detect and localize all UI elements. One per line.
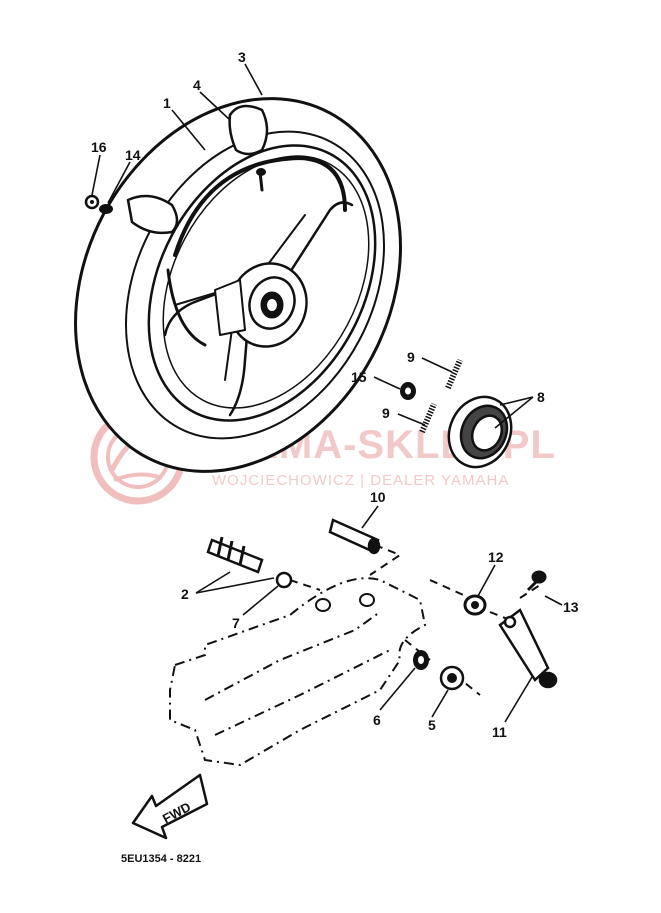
callout-16: 16 (91, 139, 107, 155)
callout-4: 4 (193, 77, 201, 93)
callout-8: 8 (537, 389, 545, 405)
callout-3: 3 (238, 49, 246, 65)
callout-14: 14 (125, 147, 141, 163)
swingarm-outline (169, 577, 427, 767)
washer-7 (275, 571, 293, 589)
callout-10: 10 (370, 489, 386, 505)
diagram-code: 5EU1354 - 8221 (121, 853, 201, 865)
watermark-subtitle: WOJCIECHOWICZ | DEALER YAMAHA (212, 472, 509, 489)
fwd-arrow: FWD (131, 773, 209, 840)
spring-parts (419, 358, 463, 434)
axle-2 (206, 536, 264, 574)
washer-12 (463, 594, 487, 616)
washer-15 (400, 382, 416, 400)
bolt-13 (526, 570, 547, 592)
callout-13: 13 (563, 599, 579, 615)
callout-2: 2 (181, 586, 189, 602)
callout-7: 7 (232, 615, 240, 631)
callout-6: 6 (373, 712, 381, 728)
callout-11: 11 (492, 724, 507, 740)
callout-9b: 9 (382, 405, 390, 421)
brake-shoes-8 (447, 395, 513, 469)
washer-6 (413, 650, 429, 670)
leader-lines (91, 63, 563, 723)
callout-15: 15 (351, 369, 367, 385)
lever-11 (498, 608, 558, 689)
swingarm-holes (315, 593, 375, 612)
camshaft-10 (328, 518, 381, 555)
assembly-dash-lines (289, 544, 541, 696)
nut-5 (439, 665, 465, 691)
callouts: 1 2 3 4 5 6 7 8 9 9 10 11 12 13 14 15 16 (91, 49, 579, 740)
callout-9a: 9 (407, 349, 415, 365)
callout-1: 1 (163, 95, 171, 111)
part-14-16 (84, 194, 113, 214)
callout-5: 5 (428, 717, 436, 733)
callout-12: 12 (488, 549, 504, 565)
